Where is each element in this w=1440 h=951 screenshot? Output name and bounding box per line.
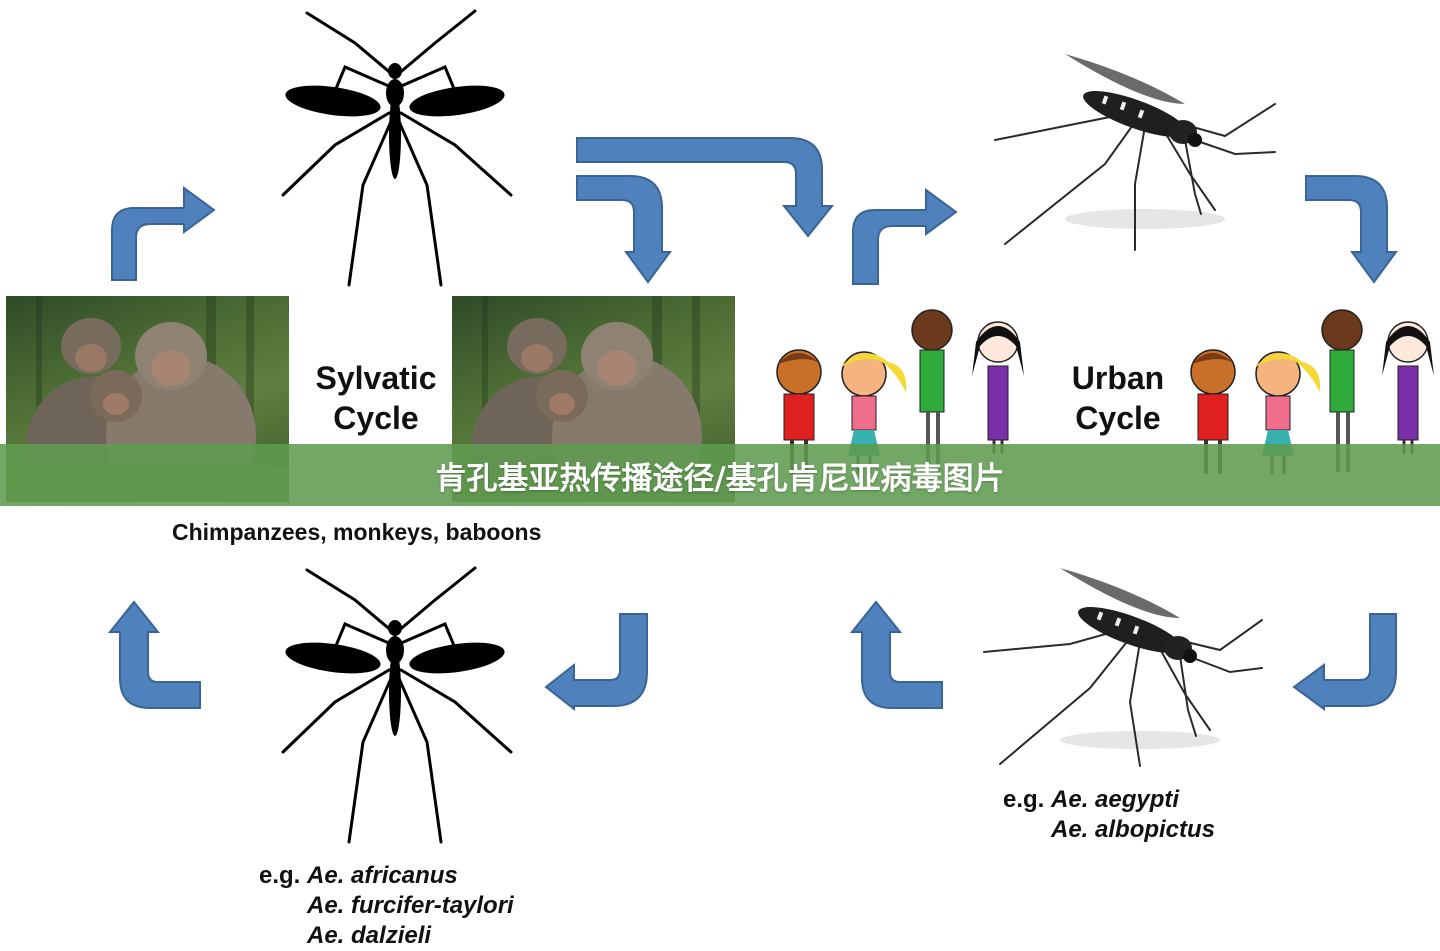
arrow-cross-to-urban [576, 137, 835, 238]
hosts-caption: Chimpanzees, monkeys, baboons [172, 519, 542, 545]
arrow-left-up-1 [107, 600, 201, 709]
species-name: Ae. aegypti [1051, 786, 1180, 813]
urban-title-line1: Urban [1071, 360, 1165, 396]
species-prefix: e.g. [259, 862, 301, 889]
sylvatic-title-line2: Cycle [333, 400, 419, 436]
species-name: Ae. africanus [307, 862, 458, 889]
mosquito-silhouette-icon [281, 566, 513, 844]
arrow-right-down-1 [576, 175, 672, 284]
title-banner: 肯孔基亚热传播途径/基孔肯尼亚病毒图片 [0, 444, 1440, 506]
species-prefix: e.g. [1003, 786, 1045, 813]
sylvatic-cycle-title: Sylvatic Cycle [300, 358, 452, 438]
banner-title: 肯孔基亚热传播途径/基孔肯尼亚病毒图片 [435, 460, 1005, 497]
species-name: Ae. furcifer-taylori [307, 892, 514, 919]
aedes-mosquito-icon [983, 568, 1263, 767]
arrow-left-up-2 [849, 600, 943, 709]
arrow-down-left-1 [544, 613, 648, 712]
mosquito-silhouette-icon [281, 9, 513, 287]
urban-cycle-title: Urban Cycle [1050, 358, 1186, 438]
arrow-down-left-2 [1292, 613, 1397, 711]
arrow-up-right-2 [852, 188, 958, 285]
arrow-up-right-1 [111, 186, 216, 281]
species-name: Ae. dalzieli [307, 922, 432, 949]
arrow-right-down-2 [1305, 175, 1398, 284]
aedes-mosquito-icon [994, 54, 1276, 251]
urban-title-line2: Cycle [1075, 400, 1161, 436]
sylvatic-species-list: e.g. Ae. africanus Ae. furcifer-taylori … [259, 861, 514, 951]
sylvatic-title-line1: Sylvatic [315, 360, 437, 396]
urban-species-list: e.g. Ae. aegypti Ae. albopictus [1003, 785, 1215, 845]
species-name: Ae. albopictus [1051, 816, 1216, 843]
